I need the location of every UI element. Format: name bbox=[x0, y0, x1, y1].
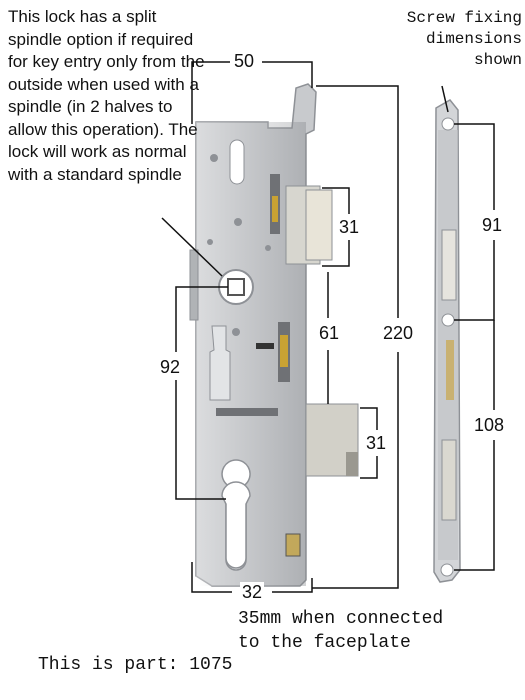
backset-note-line-2: to the faceplate bbox=[238, 633, 411, 653]
dim-deadbolt-height: 31 bbox=[364, 433, 389, 453]
dim-screw-lower: 108 bbox=[472, 415, 507, 435]
caption-line-2: dimensions bbox=[425, 30, 522, 48]
dim-screw-upper: 91 bbox=[480, 215, 505, 235]
lock-body bbox=[189, 83, 317, 587]
dim-spindle-to-cylinder: 92 bbox=[158, 357, 183, 377]
split-spindle-note: This lock has a split spindle option if … bbox=[8, 7, 205, 184]
caption-line-3: shown bbox=[473, 51, 522, 69]
backset-note: 35mm when connected to the faceplate bbox=[238, 607, 443, 655]
dim-latch-height: 31 bbox=[337, 217, 362, 237]
dimension-lines bbox=[161, 61, 495, 593]
part-number-label: This is part: 1075 bbox=[38, 655, 233, 675]
dim-top-width: 50 bbox=[232, 51, 257, 71]
deadbolt bbox=[305, 403, 359, 477]
dim-overall-length: 220 bbox=[381, 323, 416, 343]
caption-line-1: Screw fixing bbox=[406, 9, 522, 27]
side-view-caption: Screw fixing dimensions shown bbox=[402, 8, 522, 71]
dim-latch-to-deadbolt: 61 bbox=[317, 323, 342, 343]
latch-bolt bbox=[285, 185, 333, 265]
backset-note-line-1: 35mm when connected bbox=[238, 609, 444, 629]
dim-backset: 32 bbox=[240, 582, 265, 602]
side-view-faceplate bbox=[433, 99, 461, 583]
